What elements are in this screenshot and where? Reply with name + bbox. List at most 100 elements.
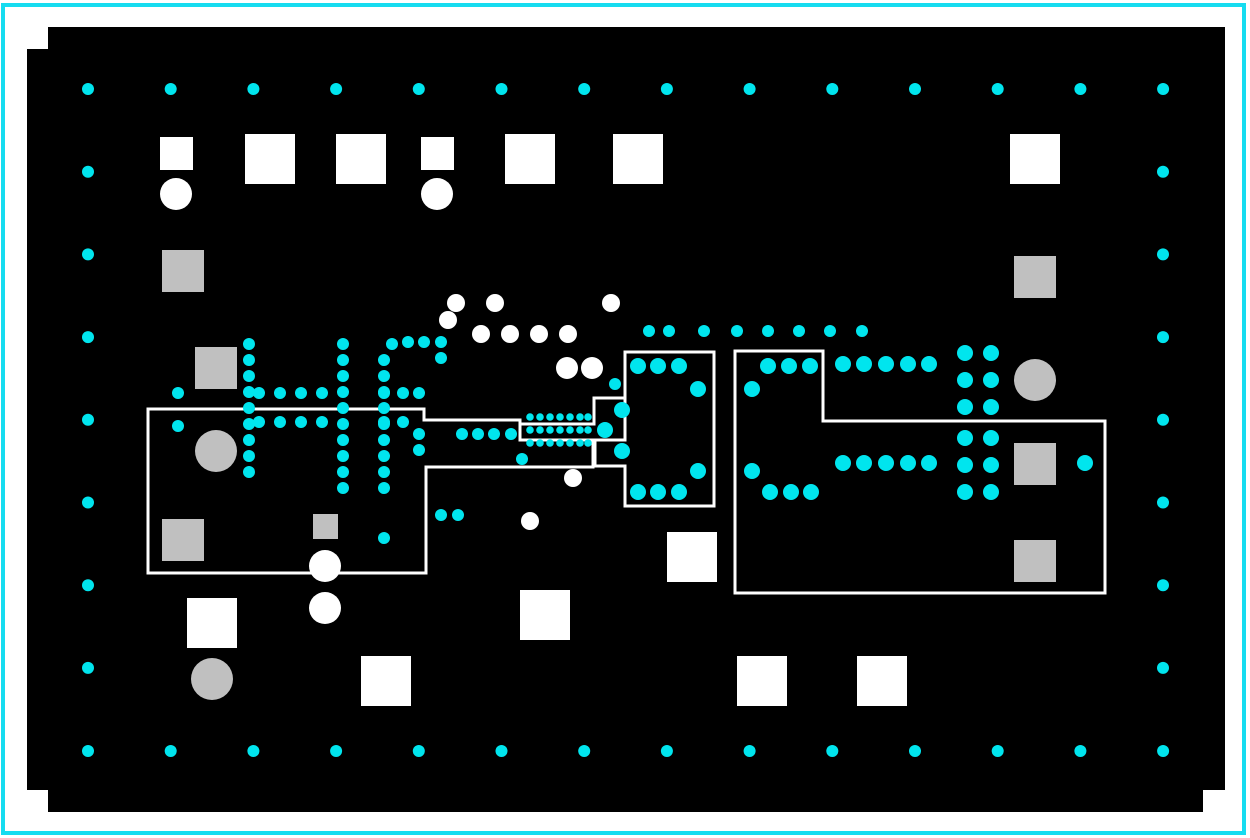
via: [578, 745, 591, 757]
via: [909, 745, 921, 757]
via: [82, 496, 94, 509]
via: [337, 338, 349, 350]
grey-pad: [313, 514, 338, 539]
via: [243, 450, 255, 462]
via: [744, 463, 760, 479]
via: [82, 83, 94, 95]
grey-pad: [195, 347, 237, 389]
via: [856, 455, 872, 471]
via: [650, 358, 666, 374]
via: [909, 83, 921, 95]
via: [660, 745, 673, 757]
via: [495, 745, 508, 757]
via: [584, 413, 592, 421]
via: [783, 484, 799, 500]
via: [576, 426, 584, 434]
via: [957, 457, 973, 473]
grey-pad: [1014, 256, 1056, 298]
via: [412, 83, 425, 95]
via: [957, 430, 973, 446]
via-array: [82, 83, 1170, 757]
round-pad: [501, 325, 519, 343]
via: [556, 439, 564, 447]
via: [82, 661, 94, 674]
via: [337, 482, 349, 494]
grey-pad: [1014, 540, 1056, 582]
via: [172, 420, 184, 432]
via: [243, 354, 255, 366]
via: [413, 444, 425, 456]
via: [614, 443, 630, 459]
round-pad: [521, 512, 539, 530]
via: [556, 426, 564, 434]
via: [760, 358, 776, 374]
via: [614, 402, 630, 418]
via: [597, 422, 613, 438]
via: [536, 426, 544, 434]
via: [671, 484, 687, 500]
via: [983, 457, 999, 473]
via: [556, 413, 564, 421]
via: [578, 83, 591, 95]
via: [900, 356, 916, 372]
via: [793, 325, 805, 337]
round-pad: [564, 469, 582, 487]
via: [1157, 83, 1170, 95]
via: [337, 354, 349, 366]
via: [172, 387, 184, 399]
via: [243, 402, 255, 414]
via: [82, 579, 94, 592]
via: [983, 484, 999, 500]
via: [1077, 455, 1093, 471]
via: [957, 345, 973, 361]
via: [378, 370, 390, 382]
via: [1157, 165, 1169, 178]
via: [456, 428, 468, 440]
round-pad: [581, 357, 603, 379]
via: [835, 356, 851, 372]
smd-pad: [613, 134, 663, 184]
via: [274, 416, 286, 428]
via: [1157, 661, 1169, 674]
via: [413, 387, 425, 399]
via: [762, 484, 778, 500]
via: [253, 416, 265, 428]
via: [743, 745, 756, 757]
via: [164, 83, 177, 95]
round-pad: [472, 325, 490, 343]
grey-round-pad: [195, 430, 237, 472]
via: [991, 83, 1004, 95]
via: [1157, 331, 1169, 344]
via: [378, 482, 390, 494]
via: [337, 402, 349, 414]
via: [983, 430, 999, 446]
via: [566, 413, 574, 421]
via: [671, 358, 687, 374]
smd-pad: [667, 532, 717, 582]
via: [435, 336, 447, 348]
via: [378, 450, 390, 462]
via: [516, 453, 528, 465]
smd-pad: [336, 134, 386, 184]
via: [378, 402, 390, 414]
via: [402, 336, 414, 348]
grey-round-pad: [191, 658, 233, 700]
via: [660, 83, 673, 95]
via: [337, 434, 349, 446]
via: [900, 455, 916, 471]
via: [274, 387, 286, 399]
via: [243, 466, 255, 478]
via: [337, 450, 349, 462]
via: [247, 83, 260, 95]
smd-pad: [421, 137, 454, 170]
via: [856, 356, 872, 372]
round-pad: [309, 550, 341, 582]
via: [546, 413, 554, 421]
via: [566, 439, 574, 447]
via: [957, 484, 973, 500]
via: [576, 413, 584, 421]
round-pad: [421, 178, 453, 210]
via: [546, 426, 554, 434]
